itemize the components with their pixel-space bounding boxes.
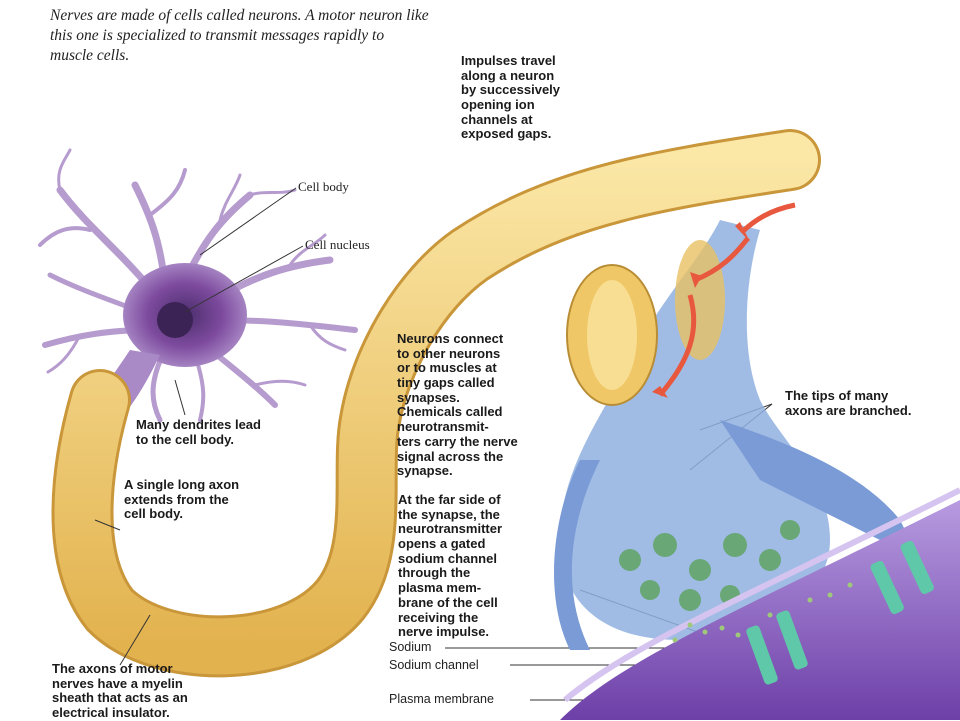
- note-impulses: Impulses travel along a neuron by succes…: [461, 53, 561, 142]
- cell-nucleus: [157, 302, 193, 338]
- note-far-side: At the far side of the synapse, the neur…: [398, 492, 503, 640]
- sodium-channels: [746, 540, 934, 685]
- note-axon: A single long axon extends from the cell…: [124, 477, 240, 522]
- plasma-membrane: [560, 487, 960, 720]
- note-myelin: The axons of motor nerves have a myelin …: [52, 661, 188, 721]
- note-dendrites: Many dendrites lead to the cell body.: [136, 417, 261, 447]
- note-synapses: Neurons connect to other neurons or to m…: [397, 331, 518, 479]
- label-cell-nucleus: Cell nucleus: [305, 237, 370, 252]
- label-sodium: Sodium: [389, 640, 432, 654]
- axon-terminal: [553, 220, 920, 650]
- sodium-ions: [672, 582, 853, 643]
- intro-text: Nerves are made of cells called neurons.…: [50, 7, 429, 64]
- label-cell-body: Cell body: [298, 179, 349, 194]
- impulse-arrows: [658, 202, 796, 397]
- label-sodium-channel: Sodium channel: [389, 658, 479, 672]
- note-branched-tips: The tips of many axons are branched.: [785, 388, 912, 418]
- myelin-sheath: [51, 129, 821, 678]
- label-plasma-membrane: Plasma membrane: [389, 692, 494, 706]
